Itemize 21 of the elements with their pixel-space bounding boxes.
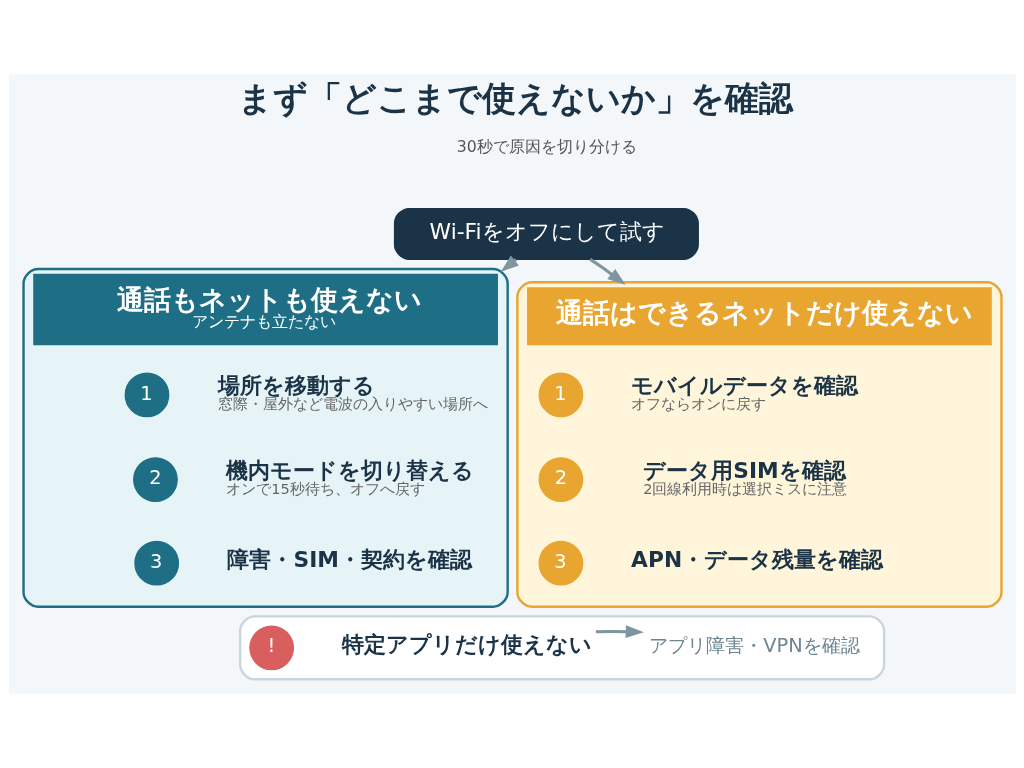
node-circle: 2 [538,457,583,502]
label: 30秒で原因を切り分ける [456,137,637,157]
node-circle: 1 [124,372,169,418]
node-text: モバイルデータを確認 オフならオンに戻す [630,372,858,412]
cluster [238,615,885,681]
arrow [595,625,644,638]
node-text: 場所を移動する 窓際・屋外など電波の入りやすい場所へ [217,372,488,412]
diagram-title: まず「どこまで使えないか」を確認 [237,78,793,118]
node-circle: 2 [132,457,178,502]
node-circle: 3 [538,540,583,586]
node-text: 障害・SIM・契約を確認 [226,547,472,573]
node-text: 特定アプリだけ使えない [341,631,592,657]
node-text: データ用SIMを確認 2回線利用時は選択ミスに注意 [642,457,847,497]
arrow [588,258,626,286]
node-text: アプリ障害・VPNを確認 [648,634,860,658]
node-circle: ! [248,625,294,671]
node-text: APN・データ残量を確認 [630,547,883,573]
node-circle: 3 [133,540,179,586]
node-box: Wi-Fiをオフにして試す [393,207,699,260]
node-text: 機内モードを切り替える オンで15秒待ち、オフへ戻す [225,457,474,497]
node-circle: 1 [538,372,583,418]
